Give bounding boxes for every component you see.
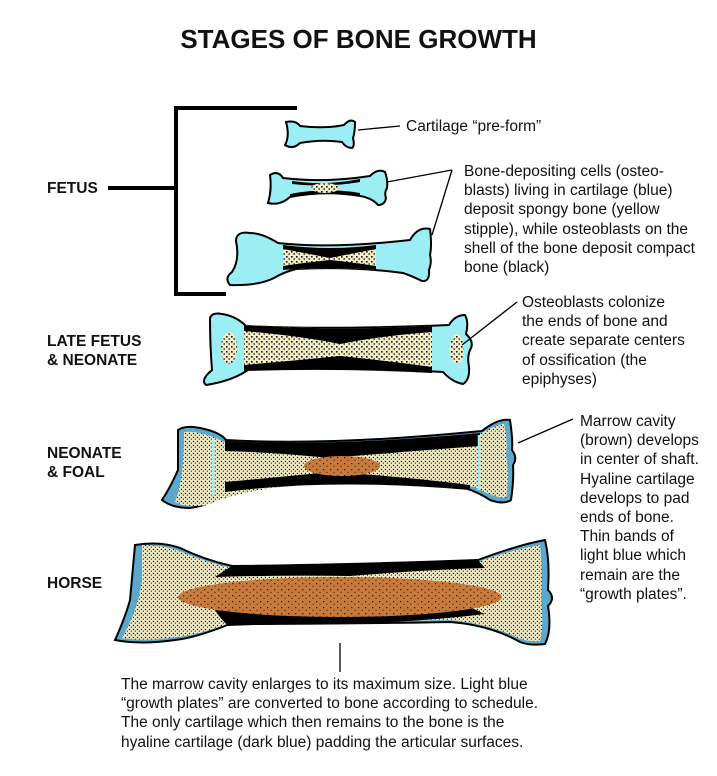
annotation-line: epiphyses) [522,370,597,388]
annotation-line: blasts) living in cartilage (blue) [464,182,673,200]
annotation-line: “growth plates”. [580,585,687,603]
stage-label-fetus: FETUS [47,179,98,198]
annotation-line: “growth plates” are converted to bone ac… [121,695,539,713]
leader-lines [339,125,574,672]
annotation-epiphyses: Osteoblasts colonize the ends of bone an… [522,293,685,389]
bone-early-ossification [266,169,389,207]
annotation-line: ends of bone. [580,509,674,527]
stage-label-line: HORSE [47,575,103,592]
diagram-title: STAGES OF BONE GROWTH [180,24,537,54]
annotation-line: Hyaline cartilage [580,470,695,488]
annotation-line: Cartilage “pre-form” [406,118,542,135]
annotation-line: (brown) develops [580,432,699,450]
annotation-line: develops to pad [580,489,690,507]
stage-label-horse: HORSE [47,574,102,593]
annotation-line: shell of the bone deposit compact [464,239,695,257]
fetus-bracket [108,106,297,296]
stage-label-late-fetus: LATE FETUS & NEONATE [47,332,141,370]
annotation-line: The marrow cavity enlarges to its maximu… [121,676,528,693]
annotation-line: in center of shaft. [580,451,699,469]
annotation-line: light blue which [580,547,686,565]
stage-label-line: & NEONATE [47,352,138,369]
annotation-line: create separate centers [522,332,685,350]
annotation-line: hyaline cartilage (dark blue) padding th… [121,733,524,751]
annotation-line: stipple), while osteoblasts on the [464,220,689,238]
annotation-line: remain are the [580,566,680,584]
stage-label-line: & FOAL [47,464,105,481]
annotation-line: Marrow cavity [580,413,676,430]
annotation-preform: Cartilage “pre-form” [406,117,541,136]
annotation-line: of ossification (the [522,351,647,369]
annotation-line: the ends of bone and [522,313,668,331]
stage-label-line: LATE FETUS [47,333,142,350]
annotation-line: deposit spongy bone (yellow [464,201,660,219]
annotation-adult: The marrow cavity enlarges to its maximu… [121,675,538,752]
annotation-line: Osteoblasts colonize [522,294,666,311]
bone-foal [160,418,517,510]
annotation-osteoblasts: Bone-depositing cells (osteo- blasts) li… [464,162,695,277]
bone-adult-horse [113,538,553,646]
annotation-line: Thin bands of [580,528,674,546]
bone-preform [283,119,357,150]
bone-fetal-ossification [226,227,432,287]
bone-neonate-epiphyses [203,312,473,387]
stage-label-line: NEONATE [47,445,122,462]
annotation-line: bone (black) [464,259,550,277]
annotation-marrow: Marrow cavity (brown) develops in center… [580,412,699,604]
stage-label-line: FETUS [47,180,98,197]
annotation-line: Bone-depositing cells (osteo- [464,163,664,180]
stage-label-neonate: NEONATE & FOAL [47,444,122,482]
annotation-line: The only cartilage which then remains to… [121,714,505,732]
